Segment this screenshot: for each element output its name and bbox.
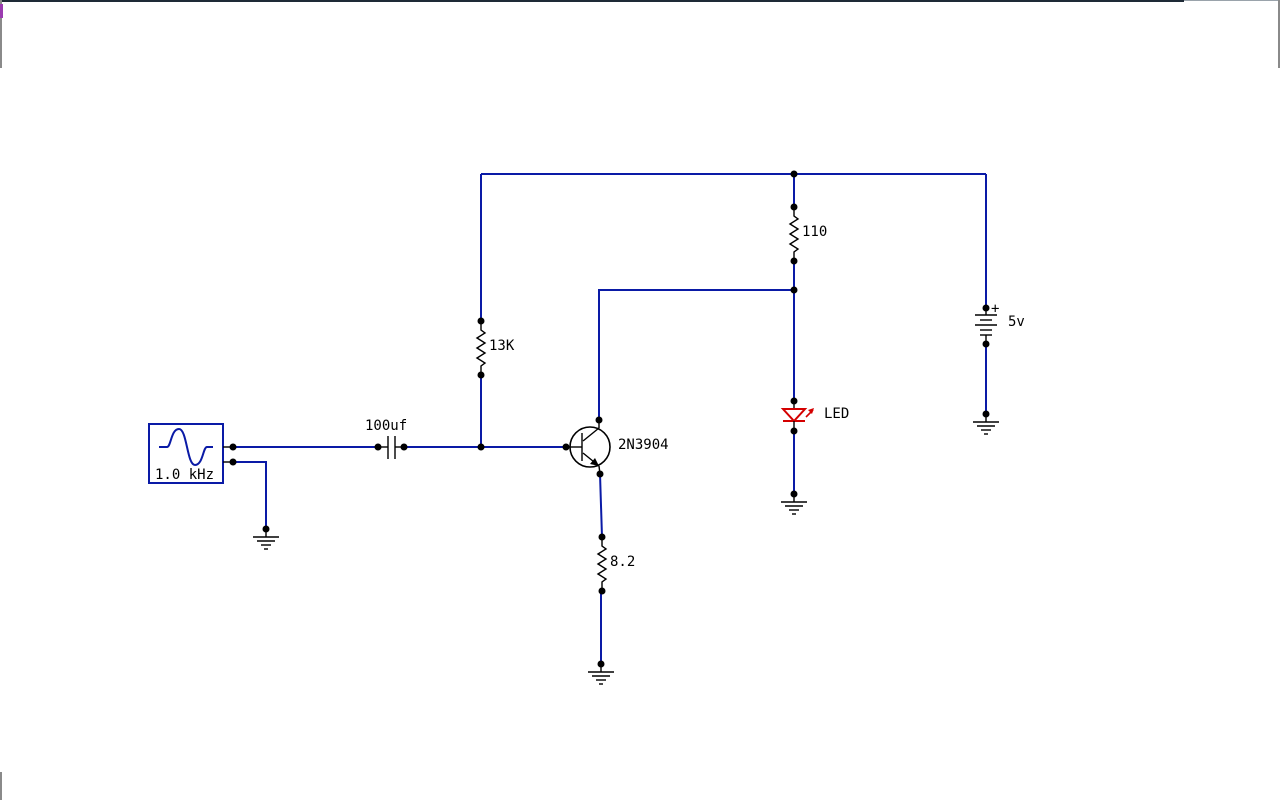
window-left-edge-bottom [0,772,2,800]
wire-emitter-top[interactable] [599,473,603,538]
battery-icon [975,314,997,336]
led[interactable]: LED [780,397,849,435]
resistor-13k-label: 13K [489,338,515,354]
wire-collector[interactable] [598,289,794,420]
ground-led[interactable] [781,490,807,515]
battery-label: 5v [1008,314,1025,330]
generator-box [148,423,224,484]
led-icon [780,408,808,423]
window-top-border [0,0,1184,2]
ground-icon [588,664,614,685]
capacitor-label: 100uf [365,418,407,434]
resistor-110-zigzag [788,207,800,261]
transistor-label: 2N3904 [618,437,669,453]
transistor-emitter-arrow [590,458,599,466]
resistor-8-2[interactable]: 8.2 [596,533,635,595]
ground-emitter[interactable] [588,660,614,685]
generator-terminal-common[interactable] [229,458,237,466]
resistor-13k-zigzag [475,321,487,375]
capacitor-100uf[interactable]: 100uf [365,418,408,459]
led-label: LED [824,406,849,422]
ground-icon [973,414,999,435]
window-top-border-right [1184,0,1280,1]
transistor-2n3904[interactable]: 2N3904 [562,416,669,478]
resistor-110[interactable]: 110 [788,203,827,265]
ground-battery[interactable] [973,410,999,435]
resistor-13k[interactable]: 13K [475,317,515,379]
battery-5v[interactable]: + 5v [975,301,1025,348]
junction-top-rail[interactable] [790,170,798,178]
wire-generator-ground[interactable] [233,461,267,529]
wires [233,173,987,664]
ground-icon [253,529,279,550]
ground-icon [781,494,807,515]
junction-collector[interactable] [790,286,798,294]
function-generator[interactable]: 1.0 kHz [148,423,237,484]
window-right-edge [1278,0,1280,68]
junctions [477,170,798,451]
window-edge-marker [0,4,3,18]
generator-terminal-signal[interactable] [229,443,237,451]
ground-generator[interactable] [253,525,279,550]
battery-plus-sign: + [991,301,999,317]
window-left-edge [0,0,2,68]
transistor-collector-lead [582,427,600,442]
resistor-8-2-zigzag [596,537,608,591]
junction-base[interactable] [477,443,485,451]
resistor-8-2-label: 8.2 [610,554,635,570]
generator-frequency-label: 1.0 kHz [155,467,214,483]
sine-wave-icon [159,427,213,467]
resistor-110-label: 110 [802,224,827,240]
